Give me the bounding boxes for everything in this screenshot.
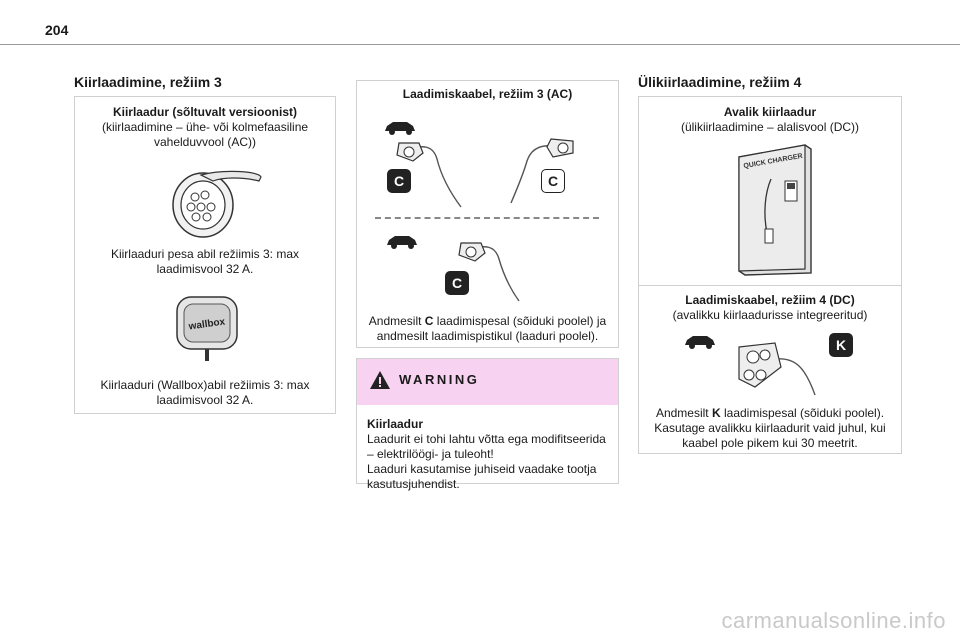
top-rule <box>0 44 960 45</box>
fast-charger-sub-1: (kiirlaadimine – ühe- või kolmefaasiline <box>101 120 309 134</box>
wallbox-logo-text: wallbox <box>187 316 226 332</box>
cable-mode3-heading: Laadimiskaabel, režiim 3 (AC) <box>402 87 573 101</box>
quick-charger-station-icon: QUICK CHARGER <box>738 144 812 276</box>
letter-badge-c: C <box>387 169 411 193</box>
cable-mode4-caption-1: Andmesilt K laadimispesal (sõiduki poole… <box>655 406 885 420</box>
warning-heading: Kiirlaadur <box>367 417 424 431</box>
warning-line-2: – elektrilöögi- ja tuleoht! <box>367 447 494 461</box>
charging-plug-icon <box>396 142 462 208</box>
socket-caption-2: laadimisvool 32 A. <box>156 262 254 276</box>
cable-mode3-caption-2: andmesilt laadimispistikul (laaduri pool… <box>376 329 599 343</box>
watermark: carmanualsonline.info <box>721 608 946 633</box>
section-title-mode4: Ülikiirlaadimine, režiim 4 <box>638 74 802 90</box>
warning-body: Kiirlaadur Laadurit ei tohi lahtu võtta … <box>367 417 607 492</box>
public-charger-heading: Avalik kiirlaadur <box>723 105 817 119</box>
letter-badge-c-outline: C <box>541 169 565 193</box>
public-charger-box: Avalik kiirlaadur (ülikiirlaadimine – al… <box>638 96 902 454</box>
wallbox-caption-1: Kiirlaaduri (Wallbox)abil režiimis 3: ma… <box>100 378 310 392</box>
fast-charger-heading: Kiirlaadur (sõltuvalt versioonist) <box>112 105 298 119</box>
wallbox-icon: wallbox <box>176 296 238 361</box>
cable-mode4-sub: (avalikku kiirlaadurisse integreeritud) <box>672 308 868 322</box>
cable-mode3-caption-1: Andmesilt C laadimispesal (sõiduki poole… <box>368 314 607 328</box>
warning-line-3: Laaduri kasutamise juhiseid vaadake toot… <box>367 462 597 476</box>
letter-badge-c: C <box>445 271 469 295</box>
car-icon <box>387 236 417 249</box>
socket-icon <box>172 170 262 238</box>
warning-box: WARNING Kiirlaadur Laadurit ei tohi laht… <box>356 358 619 491</box>
box-divider <box>639 285 901 286</box>
cable-mode3-box: Laadimiskaabel, režiim 3 (AC) C C C Andm… <box>356 80 619 348</box>
warning-line-4: kasutusjuhendist. <box>367 477 460 491</box>
socket-caption-1: Kiirlaaduri pesa abil režiimis 3: max <box>110 247 300 261</box>
cable-mode4-heading: Laadimiskaabel, režiim 4 (DC) <box>685 293 855 307</box>
fast-charger-box: Kiirlaadur (sõltuvalt versioonist) (kiir… <box>74 96 336 414</box>
wallbox-caption-2: laadimisvool 32 A. <box>156 393 254 407</box>
dashed-separator <box>375 217 599 219</box>
public-charger-sub: (ülikiirlaadimine – alalisvool (DC)) <box>680 120 860 134</box>
warning-header <box>357 359 618 405</box>
section-title-mode3: Kiirlaadimine, režiim 3 <box>74 74 222 90</box>
fast-charger-sub-2: vahelduvvool (AC)) <box>153 135 257 149</box>
charging-plug-icon <box>510 138 574 204</box>
cable-mode4-caption-3: kaabel pole pikem kui 30 meetrit. <box>682 436 858 450</box>
warning-title: WARNING <box>399 372 480 387</box>
letter-badge-k: K <box>829 333 853 357</box>
charging-plug-icon <box>458 242 520 302</box>
warning-triangle-icon <box>370 371 390 389</box>
car-icon <box>685 336 715 349</box>
car-icon <box>385 122 415 135</box>
dc-plug-icon <box>738 342 816 396</box>
cable-mode4-caption-2: Kasutage avalikku kiirlaadurit vaid juhu… <box>654 421 886 435</box>
page-number: 204 <box>45 22 69 38</box>
warning-line-1: Laadurit ei tohi lahtu võtta ega modifit… <box>367 432 606 446</box>
